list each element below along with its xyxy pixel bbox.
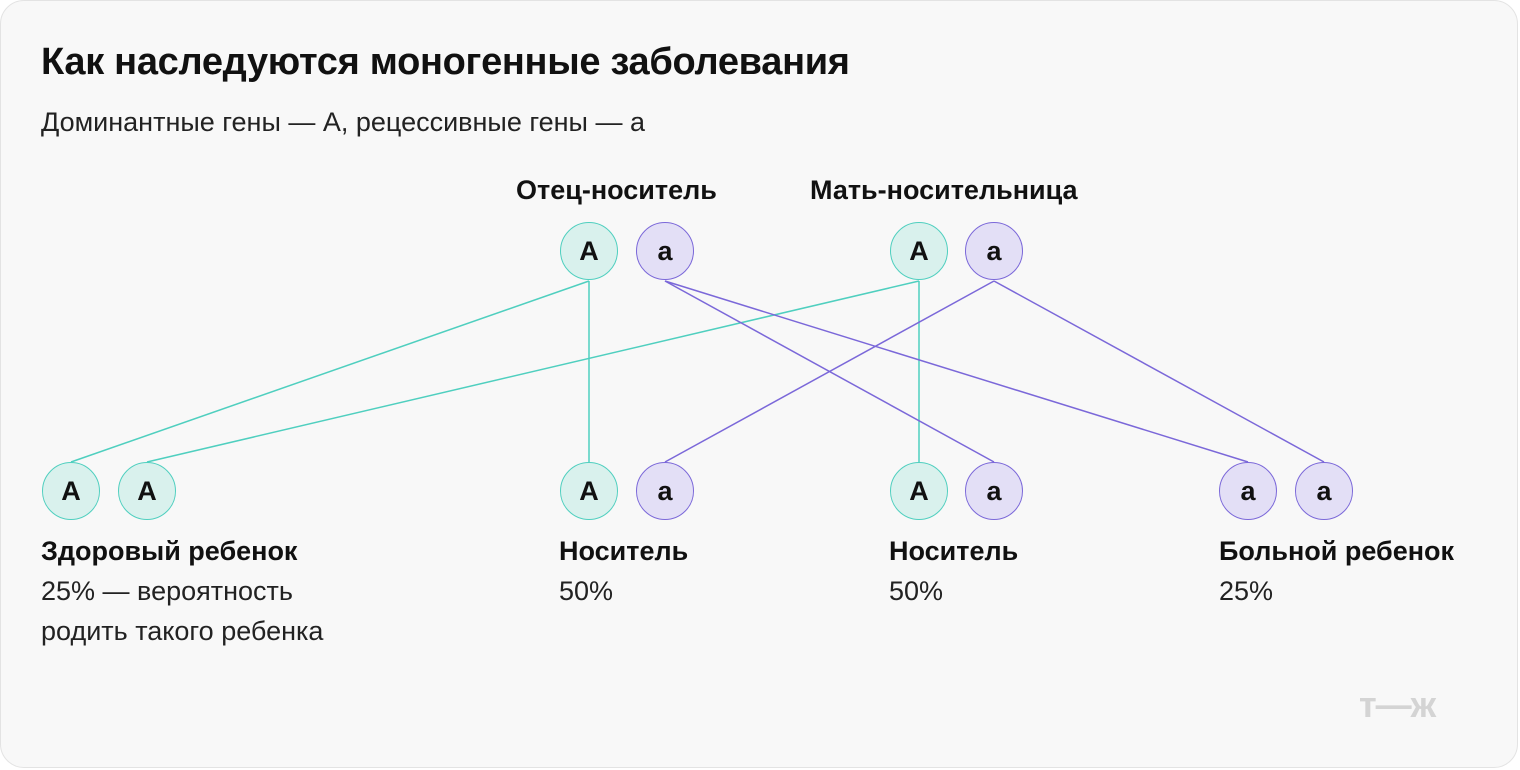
outcome-probability: 25% — [1219, 576, 1274, 606]
outcome-desc-line: 25% — вероятность — [41, 576, 293, 606]
father-gene-dominant: А — [560, 222, 618, 280]
child1-gene-2: А — [118, 462, 176, 520]
line-mother-recessive-to-child4 — [993, 280, 1325, 463]
outcome-healthy: Здоровый ребенок 25% — вероятность родит… — [41, 535, 323, 651]
mother-gene-recessive: а — [965, 222, 1023, 280]
line-mother-dominant-to-child1 — [146, 280, 920, 463]
outcome-probability: 50% — [559, 576, 614, 606]
child3-gene-2: а — [965, 462, 1023, 520]
child4-gene-2: а — [1295, 462, 1353, 520]
page-title: Как наследуются моногенные заболевания — [41, 41, 850, 83]
page-subtitle: Доминантные гены — А, рецессивные гены —… — [41, 107, 645, 137]
outcome-carrier-2: Носитель 50% — [889, 535, 1018, 611]
outcome-name: Больной ребенок — [1219, 536, 1455, 566]
outcome-probability: 50% — [889, 576, 944, 606]
outcome-desc-line: родить такого ребенка — [41, 616, 324, 646]
child4-gene-1: а — [1219, 462, 1277, 520]
outcome-name: Носитель — [559, 536, 689, 566]
child1-gene-1: А — [42, 462, 100, 520]
child2-gene-2: а — [636, 462, 694, 520]
mother-label: Мать-носительница — [810, 175, 1078, 205]
child2-gene-1: А — [560, 462, 618, 520]
line-mother-recessive-to-child2 — [664, 280, 995, 463]
line-father-recessive-to-child4 — [664, 280, 1249, 463]
outcome-name: Носитель — [889, 536, 1019, 566]
father-gene-recessive: а — [636, 222, 694, 280]
outcome-carrier-1: Носитель 50% — [559, 535, 688, 611]
brand-logo: т—ж — [1359, 684, 1436, 725]
father-label: Отец-носитель — [516, 175, 717, 205]
outcome-sick: Больной ребенок 25% — [1219, 535, 1454, 611]
child3-gene-1: А — [890, 462, 948, 520]
outcome-name: Здоровый ребенок — [41, 536, 298, 566]
line-father-dominant-to-child1 — [70, 280, 590, 463]
outcome-probability: 25% — вероятность родить такого ребенка — [41, 571, 323, 651]
mother-gene-dominant: А — [890, 222, 948, 280]
